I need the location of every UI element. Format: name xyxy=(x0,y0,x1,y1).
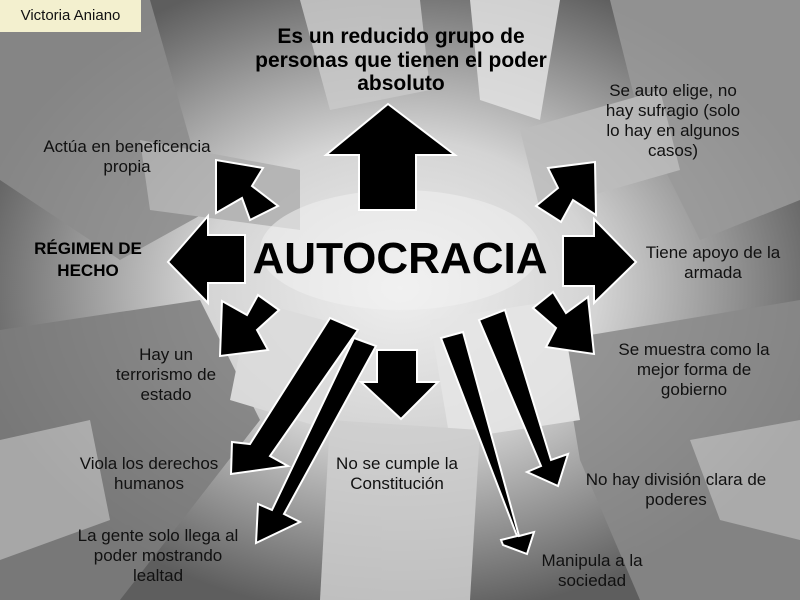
node-mejor-forma: Se muestra como la mejor forma de gobier… xyxy=(594,340,794,400)
node-apoyo-armada: Tiene apoyo de la armada xyxy=(628,243,798,283)
center-concept: AUTOCRACIA xyxy=(240,234,560,284)
node-manipula: Manipula a la sociedad xyxy=(522,551,662,591)
arrow-right xyxy=(563,219,636,303)
title-line: absoluto xyxy=(195,72,607,96)
node-auto-elige: Se auto elige, no hay sufragio (solo lo … xyxy=(580,81,766,161)
arrow-lower-right xyxy=(533,292,594,354)
node-lealtad: La gente solo llega al poder mostrando l… xyxy=(48,526,268,586)
title-line: Es un reducido grupo de xyxy=(195,25,607,49)
title-line: personas que tienen el poder xyxy=(195,49,607,73)
regimen-label: RÉGIMEN DE HECHO xyxy=(12,238,164,282)
node-constitucion: No se cumple la Constitución xyxy=(314,454,480,494)
node-division-poderes: No hay división clara de poderes xyxy=(566,470,786,510)
arrow-left xyxy=(168,216,245,303)
node-derechos: Viola los derechos humanos xyxy=(60,454,238,494)
node-terrorismo: Hay un terrorismo de estado xyxy=(96,345,236,405)
arrow-upper-right xyxy=(536,162,596,222)
author-label: Victoria Aniano xyxy=(0,0,141,32)
node-beneficencia: Actúa en beneficencia propia xyxy=(20,137,234,177)
arrow-down-center xyxy=(361,350,438,419)
diagram-title: Es un reducido grupo de personas que tie… xyxy=(195,25,607,96)
arrow-up xyxy=(326,104,455,210)
